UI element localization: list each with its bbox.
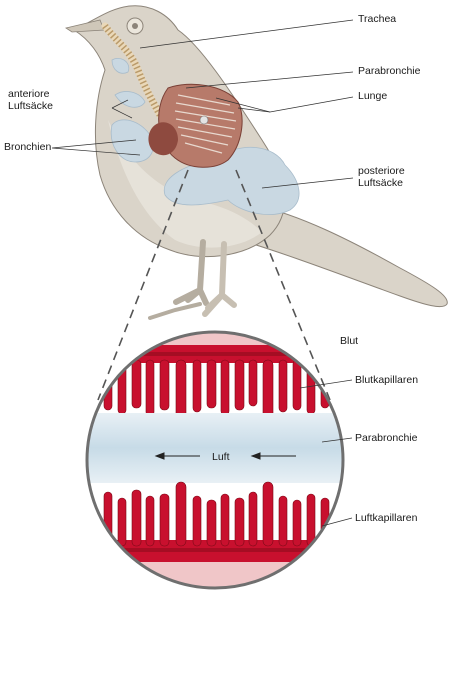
trachea-tube: [101, 22, 164, 119]
label-bronchien: Bronchien: [4, 141, 51, 153]
label-parabronchie-detail: Parabronchie: [355, 432, 418, 444]
zoom-dashed-lines: [97, 169, 331, 401]
detail-leader-lines: [299, 379, 353, 527]
label-luftkapillaren: Luftkapillaren: [355, 512, 418, 524]
air-flow-arrows: [154, 452, 296, 460]
label-posteriore-luftsaecke: Luftsäcke: [358, 177, 403, 189]
label-blutkapillaren: Blutkapillaren: [355, 374, 418, 386]
anterior-air-sac: [110, 119, 154, 163]
label-anteriore-luftsaecke: Luftsäcke: [8, 100, 53, 112]
top-leader-lines: [51, 19, 354, 189]
bottom-capillary-fingers: [103, 481, 330, 547]
bird-leg-right: [202, 241, 237, 317]
bird-illustration: [65, 5, 448, 320]
bird-tail: [239, 204, 448, 308]
label-luft: Luft: [212, 451, 230, 463]
blood-region-bottom: [87, 560, 343, 588]
detail-circle-outline: [85, 330, 345, 590]
label-parabronchie-top: Parabronchie: [358, 65, 421, 77]
label-posteriore: posteriore: [358, 165, 405, 177]
parabronchus-detail: Luft: [85, 330, 345, 590]
bird-pupil: [132, 23, 138, 29]
label-trachea: Trachea: [358, 13, 396, 25]
bird-leg-left: [173, 239, 209, 306]
label-lunge: Lunge: [358, 90, 387, 102]
bird-beak: [65, 19, 105, 33]
label-blut: Blut: [340, 335, 358, 347]
air-lumen: [87, 413, 343, 483]
bird-belly: [108, 120, 262, 248]
label-anteriore: anteriore: [8, 88, 50, 100]
